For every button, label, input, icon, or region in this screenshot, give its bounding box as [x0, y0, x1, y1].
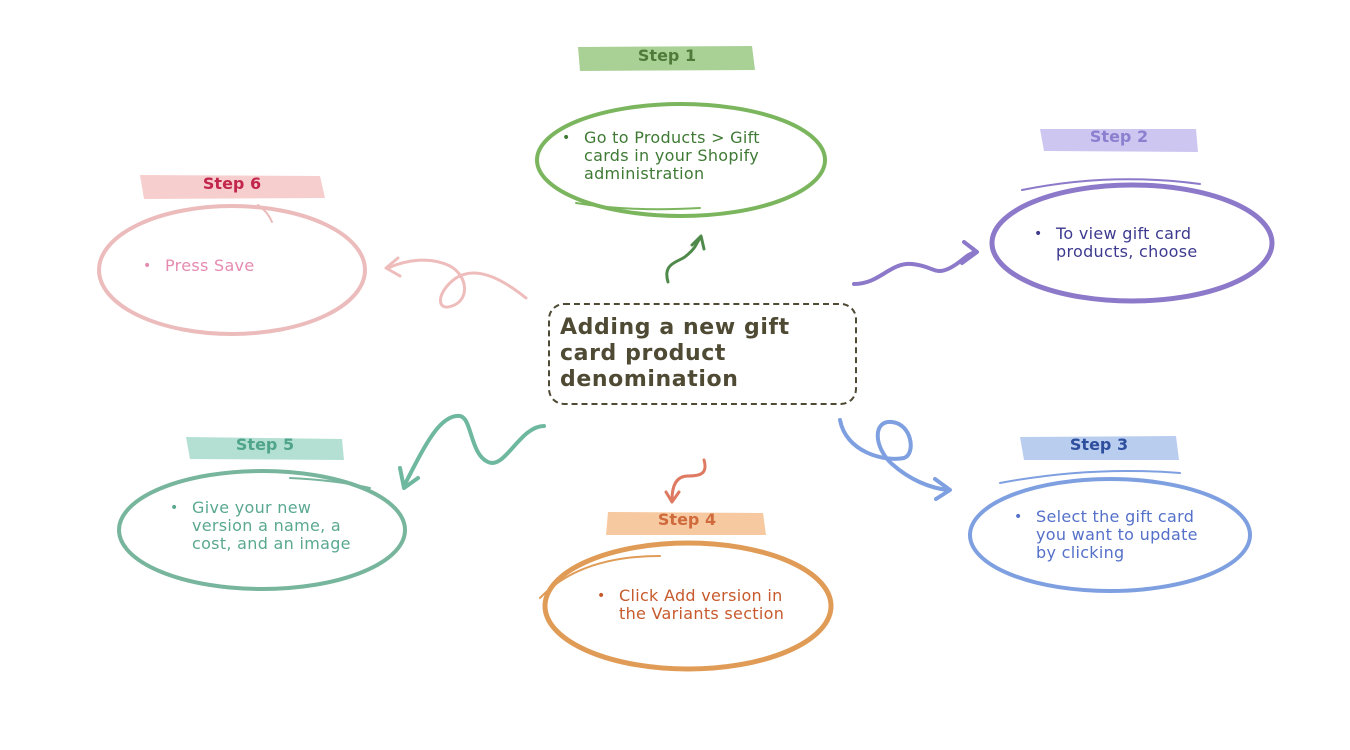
step-2-banner	[1040, 129, 1198, 152]
step-2-ellipse	[989, 178, 1275, 304]
step-1-label: Step 1	[637, 46, 697, 65]
central-topic-title: Adding a new gift card product denominat…	[560, 315, 790, 392]
step-3-text-list: Select the gift card you want to update …	[1014, 508, 1214, 562]
step-4-label-box: Step 4	[608, 508, 766, 532]
step-2-label-box: Step 2	[1040, 125, 1198, 149]
step-1-banner	[578, 46, 755, 71]
central-topic-box: Adding a new gift card product denominat…	[548, 303, 857, 405]
step-6-ellipse	[97, 204, 367, 336]
step-1-text: Go to Products > Gift cards in your Shop…	[562, 129, 794, 183]
step-2-text-list: To view gift card products, choose	[1034, 225, 1234, 261]
step-4-text-list: Click Add version in the Variants sectio…	[597, 587, 807, 623]
step-5-banner	[186, 437, 344, 460]
arrow-to-step-2	[852, 240, 979, 286]
arrow-to-step-3	[838, 418, 952, 501]
step-5-label-box: Step 5	[186, 433, 344, 457]
step-4-text: Click Add version in the Variants sectio…	[597, 587, 807, 623]
step-4-banner	[606, 512, 766, 535]
step-5-text-list: Give your new version a name, a cost, an…	[170, 499, 370, 553]
step-2-label: Step 2	[1089, 127, 1149, 146]
step-6-text-list: Press Save	[143, 257, 323, 276]
step-1-text-list: Go to Products > Gift cards in your Shop…	[562, 129, 794, 183]
step-5-ellipse	[117, 469, 407, 591]
step-6-text: Press Save	[143, 257, 323, 276]
step-1-ellipse	[535, 102, 827, 218]
step-4-label: Step 4	[657, 510, 717, 529]
arrow-to-step-1	[665, 234, 706, 284]
arrow-to-step-6	[384, 256, 528, 309]
step-3-label-box: Step 3	[1020, 433, 1178, 457]
step-5-text: Give your new version a name, a cost, an…	[170, 499, 370, 553]
step-3-banner	[1020, 436, 1179, 460]
step-1-label-box: Step 1	[578, 44, 756, 68]
step-6-label: Step 6	[202, 174, 262, 193]
step-5-label: Step 5	[235, 435, 295, 454]
step-6-banner	[140, 175, 325, 199]
step-3-ellipse	[968, 469, 1252, 593]
step-6-label-box: Step 6	[140, 172, 324, 196]
arrow-to-step-4	[664, 458, 707, 504]
step-4-ellipse	[539, 540, 834, 672]
step-3-text: Select the gift card you want to update …	[1014, 508, 1214, 562]
arrow-to-step-5	[398, 413, 546, 490]
step-3-label: Step 3	[1069, 435, 1129, 454]
step-2-text: To view gift card products, choose	[1034, 225, 1234, 261]
